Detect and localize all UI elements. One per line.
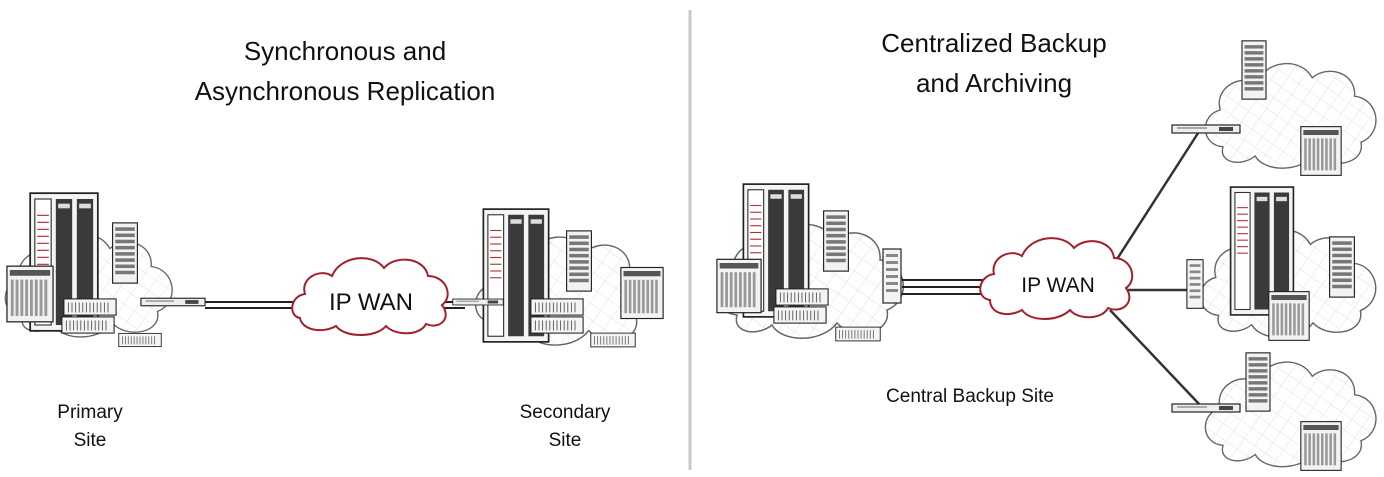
secondary-switch — [452, 298, 504, 306]
primary-storage-unit — [63, 298, 117, 316]
central-storage-unit — [775, 288, 829, 306]
remote-site-middle — [1186, 186, 1377, 341]
secondary-storage-unit — [530, 298, 584, 316]
secondary-blade-chassis — [620, 266, 664, 320]
remote-site-bottom — [1171, 352, 1377, 471]
left-wan-cloud: IP WAN — [291, 257, 449, 336]
secondary-storage-tower — [565, 230, 593, 292]
right-title-line2: and Archiving — [916, 68, 1072, 98]
remote-blade-chassis — [1268, 291, 1310, 341]
left-title-line2: Asynchronous Replication — [195, 76, 496, 106]
primary-site — [4, 192, 206, 348]
primary-storage-unit — [61, 316, 115, 334]
secondary-storage-unit — [590, 332, 636, 348]
primary-site-label-line2: Site — [74, 430, 107, 451]
central-gateway — [882, 248, 902, 304]
left-panel: Synchronous and Asynchronous Replication… — [4, 36, 664, 451]
remote-switch — [1171, 403, 1241, 413]
remote-blade-chassis — [1300, 421, 1342, 471]
central-backup-site — [716, 183, 905, 342]
secondary-site-label-line1: Secondary — [520, 402, 611, 423]
primary-switch — [140, 297, 206, 307]
remote-site-top — [1171, 40, 1377, 176]
left-title-line1: Synchronous and — [244, 36, 446, 66]
primary-storage-tower — [111, 222, 139, 284]
primary-blade-chassis — [6, 265, 54, 323]
primary-site-label-line1: Primary — [57, 402, 123, 423]
central-blade-chassis — [716, 258, 762, 314]
secondary-storage-unit — [530, 316, 584, 334]
central-storage-unit — [835, 326, 881, 342]
central-link — [902, 279, 990, 295]
right-panel: Centralized Backup and Archiving — [716, 28, 1377, 471]
remote-blade-chassis — [1300, 126, 1342, 176]
spoke-links — [1108, 129, 1202, 406]
remote-storage-tower — [1328, 236, 1356, 298]
central-storage-unit — [773, 306, 827, 324]
remote-site-cloud — [1204, 361, 1377, 468]
remote-gateway — [1186, 259, 1204, 309]
right-title-line1: Centralized Backup — [881, 28, 1106, 58]
remote-switch — [1171, 124, 1241, 134]
right-wan-label: IP WAN — [1021, 274, 1095, 297]
central-backup-site-label: Central Backup Site — [886, 386, 1054, 407]
secondary-site — [452, 208, 664, 348]
secondary-site-label-line2: Site — [549, 430, 582, 451]
primary-storage-unit — [118, 332, 162, 348]
left-wan-label: IP WAN — [329, 289, 413, 316]
remote-storage-tower — [1245, 352, 1271, 412]
remote-storage-tower — [1241, 40, 1267, 100]
central-storage-tower — [822, 210, 850, 272]
remote-site-cloud — [1204, 62, 1377, 170]
right-wan-cloud: IP WAN — [979, 237, 1134, 320]
replication-link — [205, 301, 300, 309]
